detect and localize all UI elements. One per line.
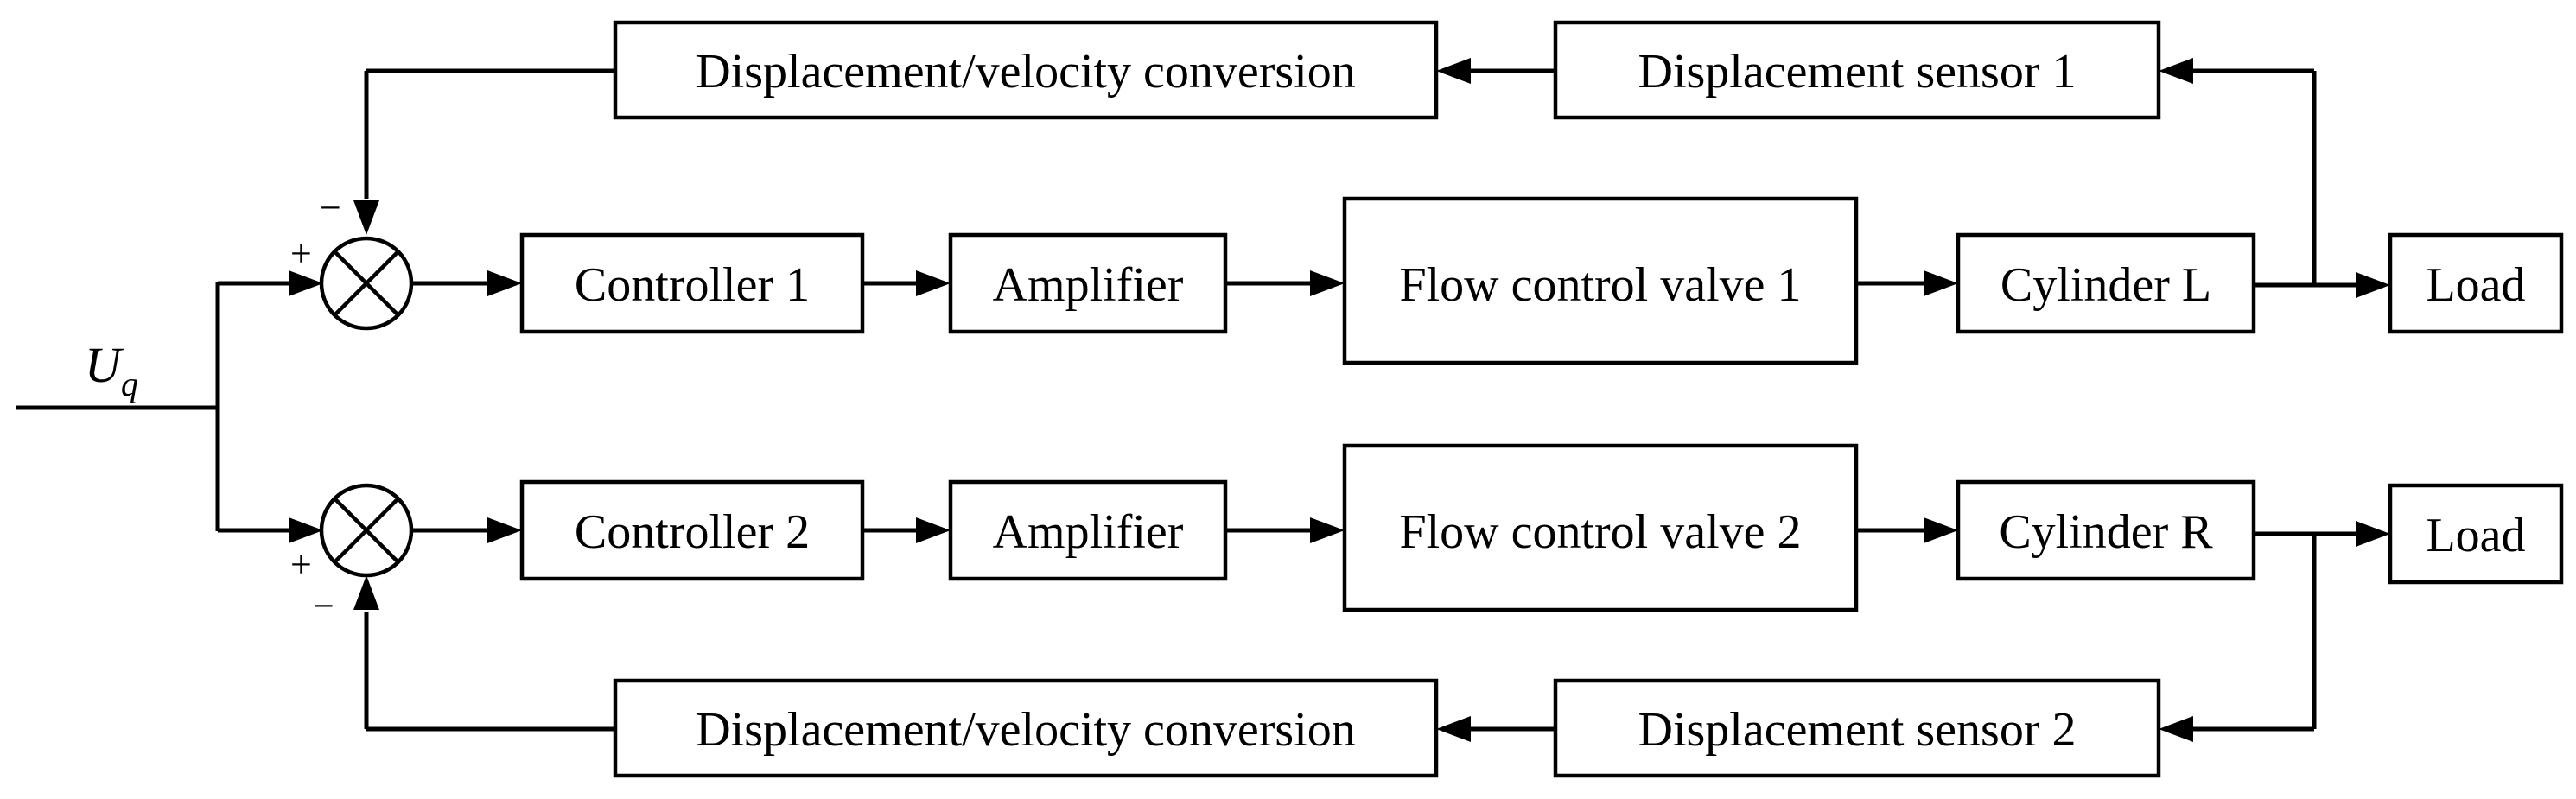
bottom-cylinder-block: Cylinder R (1956, 479, 2256, 581)
top-amplifier-input-arrow (916, 270, 951, 296)
top-cylinder-label: Cylinder L (2000, 258, 2211, 312)
top-load-block: Load (2388, 232, 2564, 334)
top-valve-label: Flow control valve 1 (1399, 258, 1801, 312)
top-sensor-label: Displacement sensor 1 (1638, 45, 2077, 98)
bottom-valve-block: Flow control valve 2 (1342, 443, 1859, 612)
top-controller-input-arrow (487, 270, 522, 296)
bottom-conversion-label: Displacement/velocity conversion (696, 703, 1356, 757)
bottom-sensor-input-arrow (2159, 716, 2193, 742)
top-load-label: Load (2426, 258, 2525, 312)
bottom-amplifier-label: Amplifier (993, 505, 1184, 559)
bottom-sensor-label: Displacement sensor 2 (1638, 703, 2077, 757)
bottom-summing-junction (319, 483, 414, 578)
top-feedback-arrow (353, 200, 379, 235)
bottom-conversion-input-arrow (1436, 716, 1471, 742)
input-label: Uq (85, 337, 138, 403)
bottom-amplifier-block: Amplifier (948, 479, 1228, 581)
input-subscript: q (121, 365, 138, 403)
bottom-load-label: Load (2426, 509, 2525, 562)
bottom-load-input-arrow (2356, 521, 2390, 547)
top-cylinder-block: Cylinder L (1956, 232, 2256, 334)
bottom-sensor-block: Displacement sensor 2 (1553, 678, 2161, 778)
top-cylinder-input-arrow (1924, 270, 1958, 296)
bottom-controller-input-arrow (487, 517, 522, 543)
top-conversion-label: Displacement/velocity conversion (696, 45, 1356, 98)
top-minus-sign: − (320, 187, 341, 229)
top-summing-junction (319, 236, 414, 331)
bottom-feedback-arrow (353, 575, 379, 610)
top-conversion-block: Displacement/velocity conversion (613, 20, 1439, 120)
bottom-cylinder-input-arrow (1924, 517, 1958, 543)
top-controller-label: Controller 1 (575, 258, 810, 312)
bottom-minus-sign: − (313, 585, 334, 627)
top-valve-block: Flow control valve 1 (1342, 196, 1859, 365)
bottom-amplifier-input-arrow (916, 517, 951, 543)
bottom-load-block: Load (2388, 483, 2564, 585)
bottom-valve-label: Flow control valve 2 (1399, 505, 1801, 559)
top-valve-input-arrow (1310, 270, 1345, 296)
top-controller-block: Controller 1 (519, 232, 865, 334)
bottom-conversion-block: Displacement/velocity conversion (613, 678, 1439, 778)
bottom-cylinder-label: Cylinder R (1999, 505, 2213, 559)
top-plus-sign: + (290, 232, 312, 275)
bottom-sum-input-arrow (289, 517, 323, 543)
top-sensor-input-arrow (2159, 58, 2193, 84)
input-symbol: U (85, 337, 124, 393)
bottom-plus-sign: + (290, 543, 312, 586)
top-amplifier-label: Amplifier (993, 258, 1184, 312)
bottom-controller-block: Controller 2 (519, 479, 865, 581)
bottom-controller-label: Controller 2 (575, 505, 810, 559)
top-conversion-input-arrow (1436, 58, 1471, 84)
top-sensor-block: Displacement sensor 1 (1553, 20, 2161, 120)
top-amplifier-block: Amplifier (948, 232, 1228, 334)
top-sum-input-arrow (289, 270, 323, 296)
bottom-valve-input-arrow (1310, 517, 1345, 543)
top-load-input-arrow (2356, 272, 2390, 298)
